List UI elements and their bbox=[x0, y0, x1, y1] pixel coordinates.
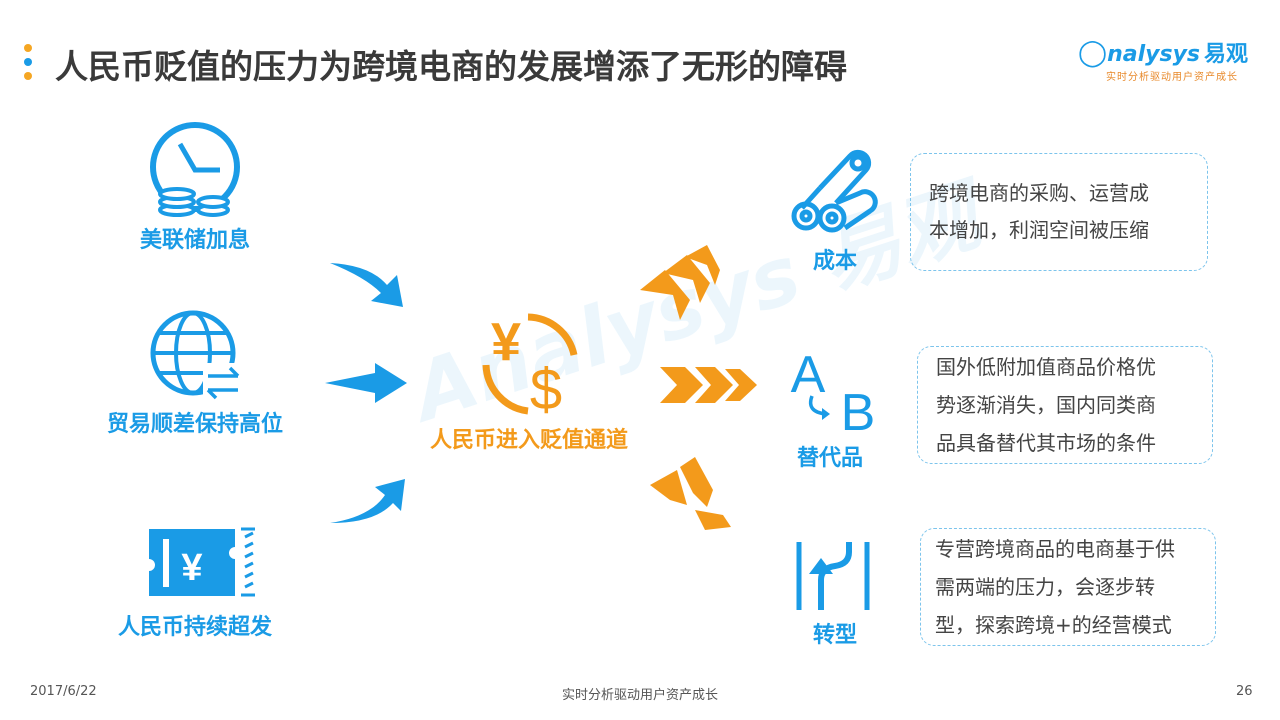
straight-arrow-icon bbox=[325, 363, 407, 403]
chevron-down-right-icon bbox=[650, 457, 731, 530]
description-line: 需两端的压力，会逐步转 bbox=[935, 575, 1155, 599]
svg-text:¥: ¥ bbox=[181, 547, 202, 589]
center-label: 人民币进入贬值通道 bbox=[430, 428, 629, 453]
title-dot-orange bbox=[24, 72, 32, 80]
curved-arrow-icon bbox=[330, 263, 403, 307]
yuan-ticket-icon: ¥ bbox=[149, 527, 255, 597]
description-line: 本增加，利润空间被压缩 bbox=[929, 218, 1149, 242]
svg-text:B: B bbox=[841, 384, 876, 437]
clock-coins-icon bbox=[150, 122, 240, 217]
description-line: 专营跨境商品的电商基于供 bbox=[935, 537, 1175, 561]
svg-text:A: A bbox=[791, 346, 826, 404]
cause-label: 人民币持续超发 bbox=[117, 615, 272, 640]
description-line: 势逐渐消失，国内同类商 bbox=[936, 393, 1156, 417]
effect-description-box: 专营跨境商品的电商基于供 需两端的压力，会逐步转 型，探索跨境+的经营模式 bbox=[920, 528, 1216, 646]
title-dot-orange bbox=[24, 44, 32, 52]
chevron-right-icon bbox=[660, 367, 757, 403]
svg-text:¥: ¥ bbox=[491, 312, 521, 372]
logo-tagline: 实时分析驱动用户资产成长 bbox=[1106, 72, 1238, 83]
effect-description-box: 跨境电商的采购、运营成 本增加，利润空间被压缩 bbox=[910, 153, 1208, 271]
road-turn-icon bbox=[796, 542, 870, 610]
chevron-up-right-icon bbox=[640, 245, 720, 320]
description-line: 品具备替代其市场的条件 bbox=[936, 431, 1156, 455]
effect-description-box: 国外低附加值商品价格优 势逐渐消失，国内同类商 品具备替代其市场的条件 bbox=[917, 346, 1213, 464]
cause-label: 贸易顺差保持高位 bbox=[106, 412, 283, 437]
footer-date: 2017/6/22 bbox=[30, 684, 97, 699]
effect-label: 替代品 bbox=[796, 446, 863, 471]
globe-exchange-icon bbox=[150, 310, 243, 401]
currency-exchange-icon: ¥ $ bbox=[482, 312, 578, 420]
description-line: 跨境电商的采购、运营成 bbox=[929, 181, 1149, 205]
a-to-b-icon: A B bbox=[791, 346, 876, 437]
effect-label: 成本 bbox=[812, 249, 857, 274]
title-dot-blue bbox=[24, 58, 32, 66]
curved-arrow-icon bbox=[330, 479, 405, 523]
pipes-icon bbox=[791, 149, 878, 233]
svg-text:$: $ bbox=[530, 357, 562, 420]
cause-label: 美联储加息 bbox=[139, 228, 250, 253]
footer-tagline: 实时分析驱动用户资产成长 bbox=[561, 688, 718, 703]
arrows-to-center bbox=[325, 263, 407, 523]
description-line: 国外低附加值商品价格优 bbox=[936, 355, 1156, 379]
effect-label: 转型 bbox=[812, 623, 857, 648]
page-title: 人民币贬值的压力为跨境电商的发展增添了无形的障碍 bbox=[55, 47, 847, 86]
description-line: 型，探索跨境+的经营模式 bbox=[935, 613, 1172, 637]
page-number: 26 bbox=[1236, 684, 1253, 699]
chevron-arrows bbox=[640, 245, 757, 530]
